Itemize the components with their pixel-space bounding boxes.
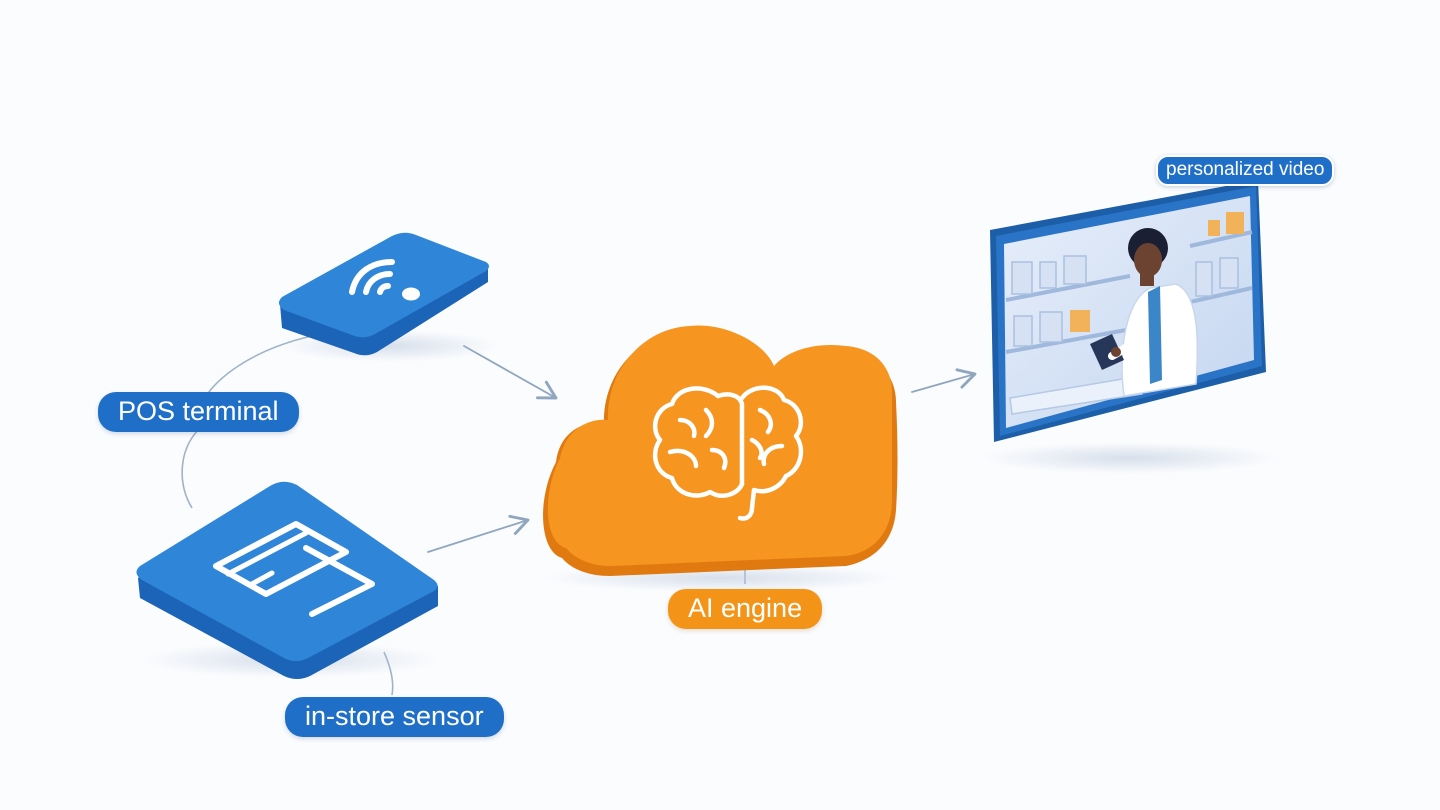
wifi-icon (349, 259, 420, 301)
card-device-tile (136, 481, 440, 679)
wifi-device-tile (278, 232, 500, 362)
video-screen (980, 180, 1280, 474)
connector-pos-label-to-card (181, 429, 199, 509)
personalized-video-label: personalized video (1156, 155, 1335, 186)
brain-icon (652, 385, 804, 521)
in-store-sensor-label: in-store sensor (285, 697, 504, 737)
pos-terminal-label: POS terminal (98, 392, 299, 432)
ai-engine-cloud (540, 325, 900, 592)
video-screen-icon (1005, 212, 1253, 415)
credit-card-icon (213, 521, 375, 617)
arrow-cloud-to-screen (911, 368, 977, 393)
ai-engine-label: AI engine (668, 589, 823, 629)
arrow-card-to-cloud (427, 514, 530, 553)
